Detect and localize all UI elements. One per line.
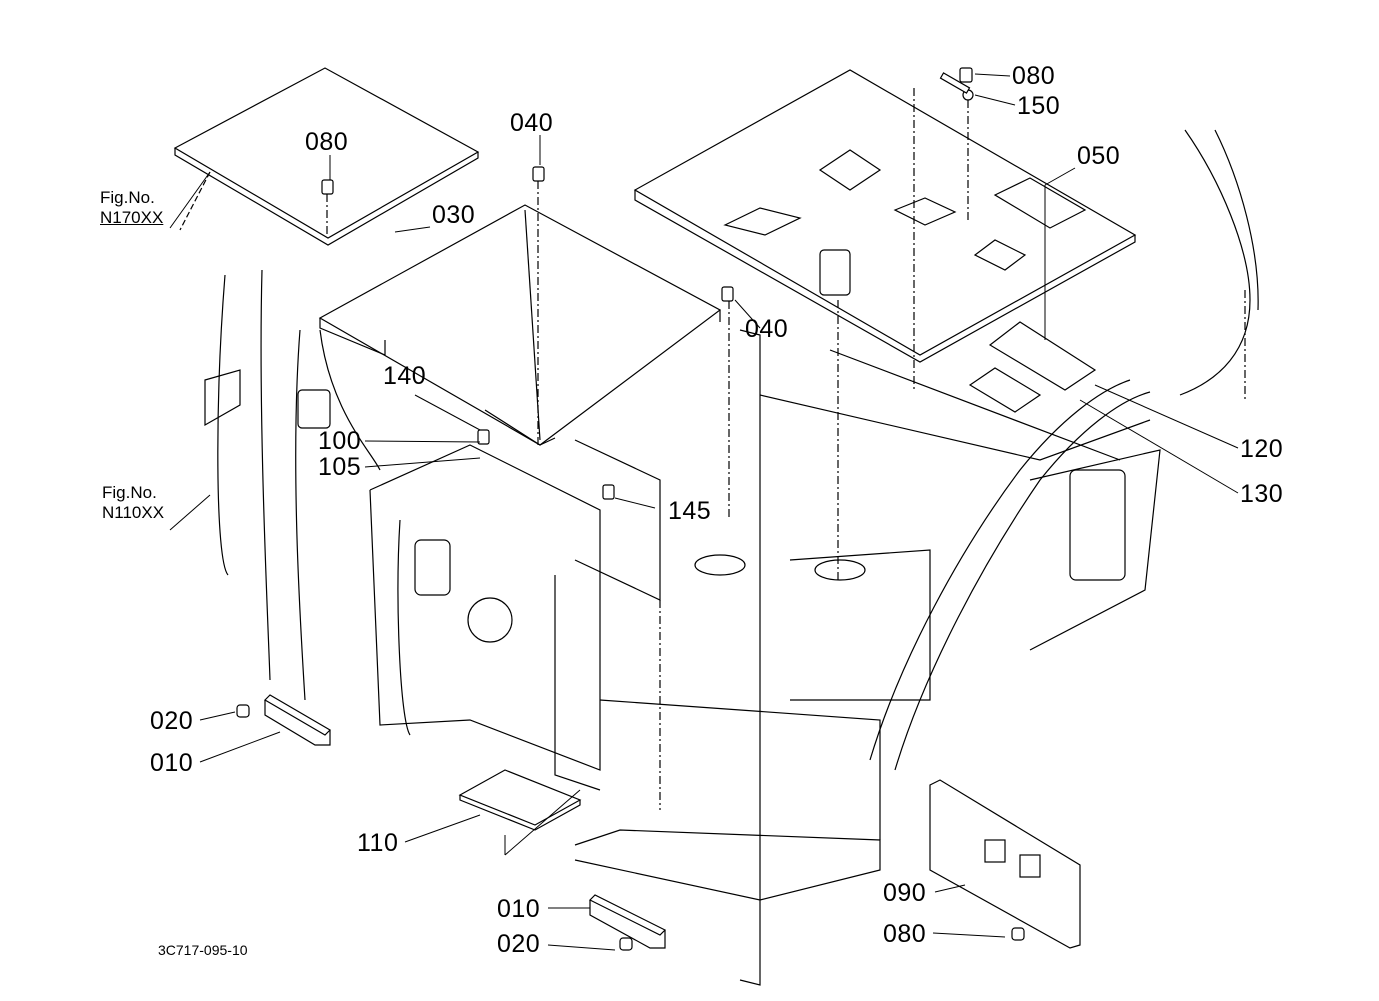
vent-ducts bbox=[968, 321, 1097, 413]
figure-ref-prefix: Fig.No. bbox=[100, 188, 155, 207]
callout-140: 140 bbox=[383, 362, 427, 390]
callout-110: 110 bbox=[357, 829, 399, 857]
callout-150: 150 bbox=[1017, 92, 1061, 120]
callout-020-bottom: 020 bbox=[497, 930, 541, 958]
part-010-bracket-bottom bbox=[588, 894, 667, 949]
callout-100: 100 bbox=[318, 427, 362, 455]
callout-080-top: 080 bbox=[1012, 62, 1056, 90]
callout-130: 130 bbox=[1240, 480, 1284, 508]
callout-090: 090 bbox=[883, 879, 927, 907]
callout-105: 105 bbox=[318, 453, 362, 481]
callout-020-left: 020 bbox=[150, 707, 194, 735]
part-010-bracket-left bbox=[264, 694, 331, 746]
part-050-top-plate bbox=[633, 69, 1137, 363]
callout-010-bottom: 010 bbox=[497, 895, 541, 923]
part-090-panel bbox=[929, 779, 1081, 949]
cab-frame-left bbox=[204, 269, 381, 701]
callout-080-left: 080 bbox=[305, 128, 349, 156]
drawing-code: 3C717-095-10 bbox=[158, 942, 248, 958]
callout-050: 050 bbox=[1077, 142, 1121, 170]
figure-ref-prefix: Fig.No. bbox=[102, 483, 157, 502]
leader-lines bbox=[169, 73, 1239, 951]
callout-145: 145 bbox=[668, 497, 712, 525]
callout-010-left: 010 bbox=[150, 749, 194, 777]
figure-ref-n110xx: Fig.No. N110XX bbox=[102, 483, 164, 523]
callout-040-a: 040 bbox=[510, 109, 554, 137]
top-left-cover-plate bbox=[173, 67, 480, 246]
part-110-floor-mat bbox=[458, 769, 582, 831]
callout-040-b: 040 bbox=[745, 315, 789, 343]
figure-ref-n170xx: Fig.No. N170XX bbox=[100, 188, 163, 228]
cab-main-frame bbox=[369, 129, 1259, 986]
part-030-plate bbox=[318, 204, 722, 446]
assembly-guide-lines bbox=[326, 88, 1246, 810]
callout-030: 030 bbox=[432, 201, 476, 229]
figure-ref-code: N110XX bbox=[102, 503, 165, 522]
callout-120: 120 bbox=[1240, 435, 1284, 463]
bolts bbox=[236, 67, 1025, 951]
callout-080-bottom: 080 bbox=[883, 920, 927, 948]
figure-ref-code: N170XX bbox=[100, 208, 164, 227]
